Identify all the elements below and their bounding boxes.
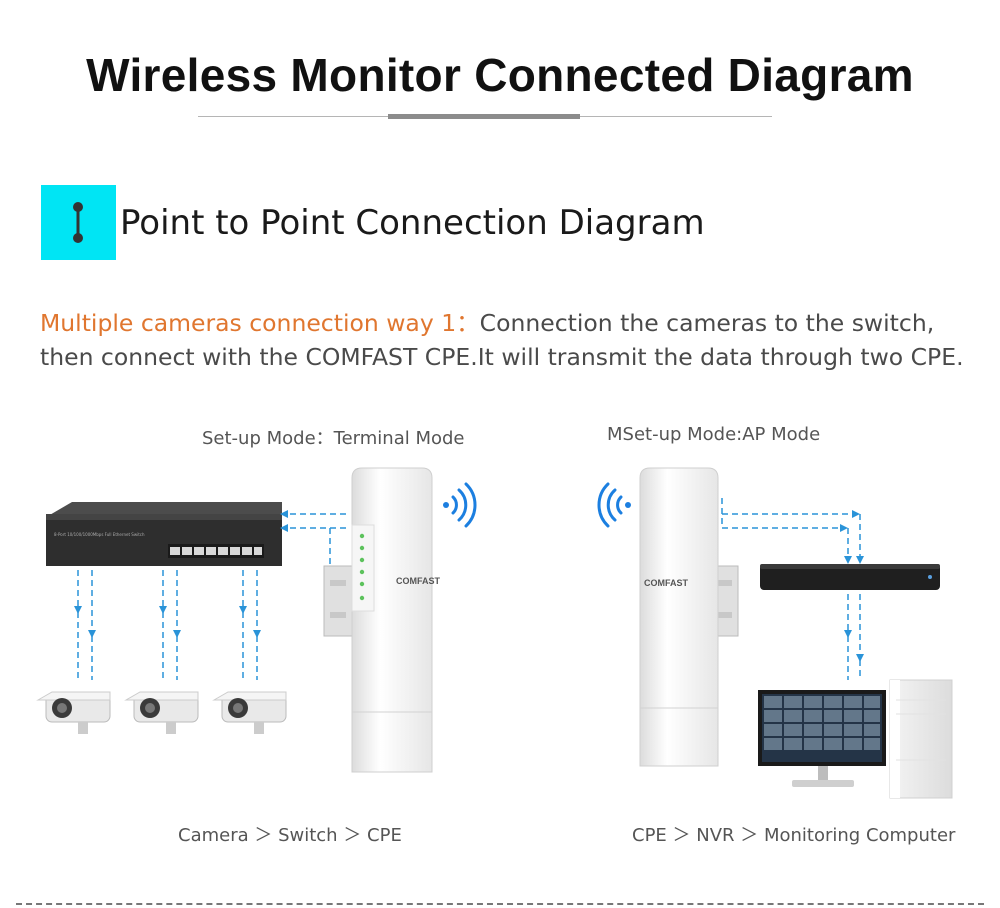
right-connection-arrows <box>721 498 864 680</box>
wifi-signal-icon <box>443 482 477 528</box>
computer-tower-icon <box>889 679 953 799</box>
nvr-device-icon <box>760 564 940 590</box>
left-connection-arrows <box>74 510 346 680</box>
cpe-device-right: COMFAST <box>639 467 739 767</box>
title-divider-accent <box>388 114 580 119</box>
section-icon-box <box>41 185 116 260</box>
wifi-signal-icon <box>597 482 631 528</box>
right-mode-label: MSet-up Mode:AP Mode <box>607 424 821 445</box>
camera-icon <box>36 691 111 734</box>
left-mode-label: Set-up Mode：Terminal Mode <box>202 428 465 449</box>
svg-text:8-Port 10/100/1000Mbps Full Et: 8-Port 10/100/1000Mbps Full Ethernet Swi… <box>54 532 145 537</box>
cpe-brand-right: COMFAST <box>644 578 689 588</box>
cpe-device-left: COMFAST <box>323 467 441 773</box>
link-icon <box>73 202 83 243</box>
description: Multiple cameras connection way 1：Connec… <box>40 306 980 374</box>
right-flow-caption: CPE ＞ NVR ＞ Monitoring Computer <box>632 825 956 846</box>
section-title: Point to Point Connection Diagram <box>120 203 705 243</box>
description-line-2: then connect with the COMFAST CPE.It wil… <box>40 343 964 371</box>
description-line-1: Connection the cameras to the switch, <box>479 309 935 337</box>
network-switch-icon: 8-Port 10/100/1000Mbps Full Ethernet Swi… <box>46 502 282 566</box>
page-title: Wireless Monitor Connected Diagram <box>86 49 914 101</box>
left-flow-caption: Camera ＞ Switch ＞ CPE <box>178 825 402 846</box>
camera-icon <box>212 691 287 734</box>
cpe-brand-left: COMFAST <box>396 576 441 586</box>
description-highlight: Multiple cameras connection way 1： <box>40 309 480 337</box>
camera-icon <box>124 691 199 734</box>
monitor-icon <box>758 690 886 787</box>
bottom-divider <box>16 903 984 905</box>
